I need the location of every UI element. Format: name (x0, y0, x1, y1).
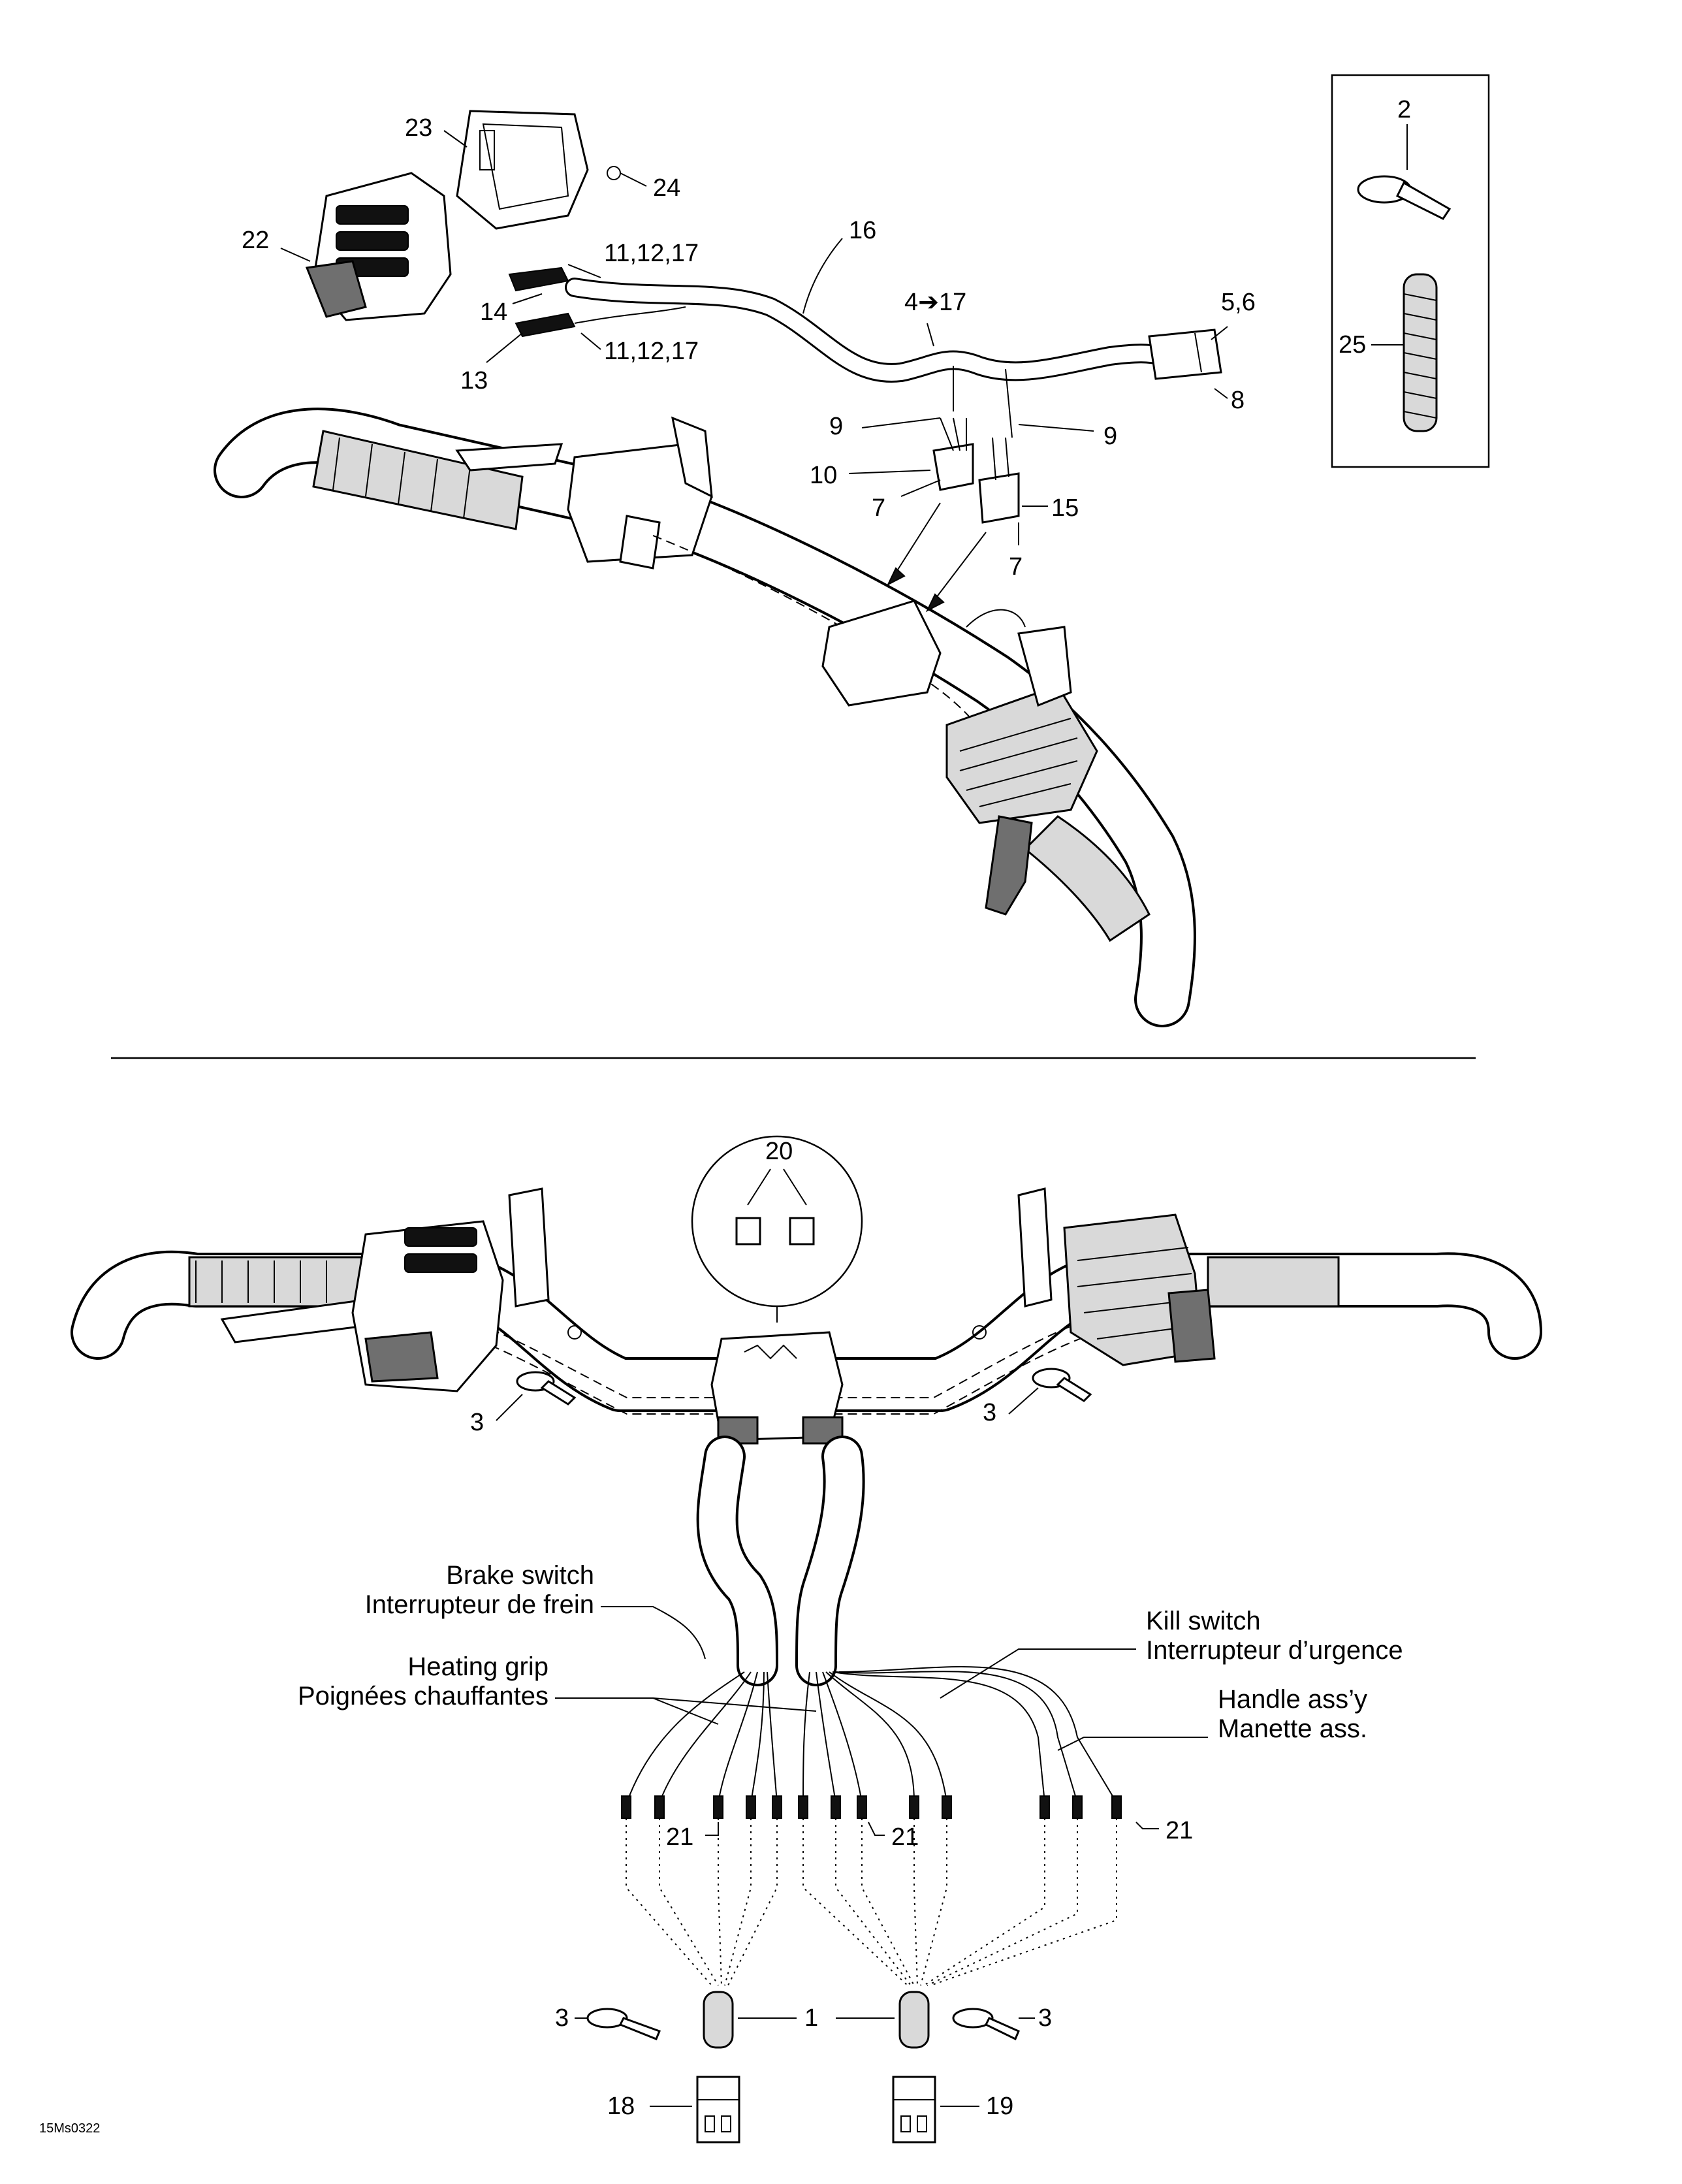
callout-20: 20 (765, 1138, 793, 1165)
terminals-21 (621, 1795, 1122, 1819)
callout-22: 22 (242, 227, 269, 254)
callout-4-to-17: 4➔17 (904, 289, 966, 316)
callout-15: 15 (1051, 494, 1079, 522)
description-leaders (555, 1606, 1208, 1836)
handlebar-top (214, 408, 1196, 1027)
callout-1: 1 (804, 2004, 818, 2032)
callout-lines-top (280, 130, 1228, 545)
handlebar-bottom (71, 1187, 1542, 1445)
callout-2: 2 (1397, 96, 1411, 123)
bottom-parts: 1 3 3 18 (555, 1991, 1052, 2144)
cable-tie-icon (1357, 175, 1452, 220)
cover-23 (456, 110, 621, 230)
sleeve-1-right (898, 1991, 930, 2049)
callouts-21: 21 21 21 (666, 1817, 1193, 1851)
callout-13: 13 (460, 367, 488, 394)
handle-assy-label: Handle ass’y (1218, 1685, 1367, 1714)
handle-assy-label-fr: Manette ass. (1218, 1714, 1367, 1743)
callout-8: 8 (1231, 387, 1245, 414)
connector-19 (892, 2076, 936, 2144)
callout-11-12-17-b: 11,12,17 (604, 338, 699, 365)
callout-21-left: 21 (666, 1823, 693, 1851)
diagram-reference-code: 15Ms0322 (39, 2121, 100, 2136)
kill-switch-label-fr: Interrupteur d’urgence (1146, 1636, 1403, 1665)
callout-11-12-17-a: 11,12,17 (604, 240, 699, 267)
callout-3-left: 3 (470, 1409, 484, 1436)
kill-switch-label: Kill switch (1146, 1607, 1261, 1635)
bottom-assembly-view: 20 (71, 1135, 1542, 2144)
callout-10: 10 (810, 462, 837, 489)
callout-23: 23 (405, 114, 432, 142)
sleeve-tube-icon (1403, 273, 1438, 432)
callout-3-right: 3 (983, 1399, 996, 1426)
callout-7-right: 7 (1009, 553, 1023, 581)
callout-18: 18 (607, 2093, 635, 2120)
callout-3-bottom-right: 3 (1038, 2004, 1052, 2032)
heating-grip-label: Heating grip (407, 1652, 548, 1681)
switch-housing-22 (305, 172, 452, 321)
detail-circle-20: 20 (691, 1135, 863, 1323)
top-exploded-view: 23 24 22 16 11,12,17 14 13 11,12,17 4➔17… (214, 74, 1490, 1027)
brake-switch-label-fr: Interrupteur de frein (365, 1590, 594, 1619)
sleeve-1-left (703, 1991, 734, 2049)
accessory-inset: 2 25 (1331, 74, 1490, 468)
lower-wiring-bundles (621, 1436, 1122, 1986)
callout-21-middle: 21 (891, 1823, 919, 1851)
callout-9-right: 9 (1103, 423, 1117, 450)
callout-16: 16 (849, 217, 876, 244)
callout-5-6: 5,6 (1221, 289, 1256, 316)
callout-labels-top: 23 24 22 16 11,12,17 14 13 11,12,17 4➔17… (242, 114, 1256, 581)
callout-25: 25 (1339, 331, 1366, 359)
inset-frame (1331, 74, 1490, 468)
callout-9-left: 9 (829, 413, 843, 440)
description-texts: Brake switch Interrupteur de frein Heati… (298, 1561, 1403, 1743)
callout-7-left: 7 (872, 494, 885, 522)
heating-grip-label-fr: Poignées chauffantes (298, 1682, 548, 1710)
callout-3-bottom-left: 3 (555, 2004, 569, 2032)
connector-18 (696, 2076, 740, 2144)
wiring-harness-16 (565, 278, 1222, 613)
cable-ties-upper: 3 3 (470, 1368, 1092, 1436)
callout-14: 14 (480, 298, 507, 326)
brake-switch-label: Brake switch (446, 1561, 594, 1590)
callout-19: 19 (986, 2093, 1013, 2120)
callout-21-right: 21 (1166, 1817, 1193, 1844)
callout-24: 24 (653, 174, 680, 202)
